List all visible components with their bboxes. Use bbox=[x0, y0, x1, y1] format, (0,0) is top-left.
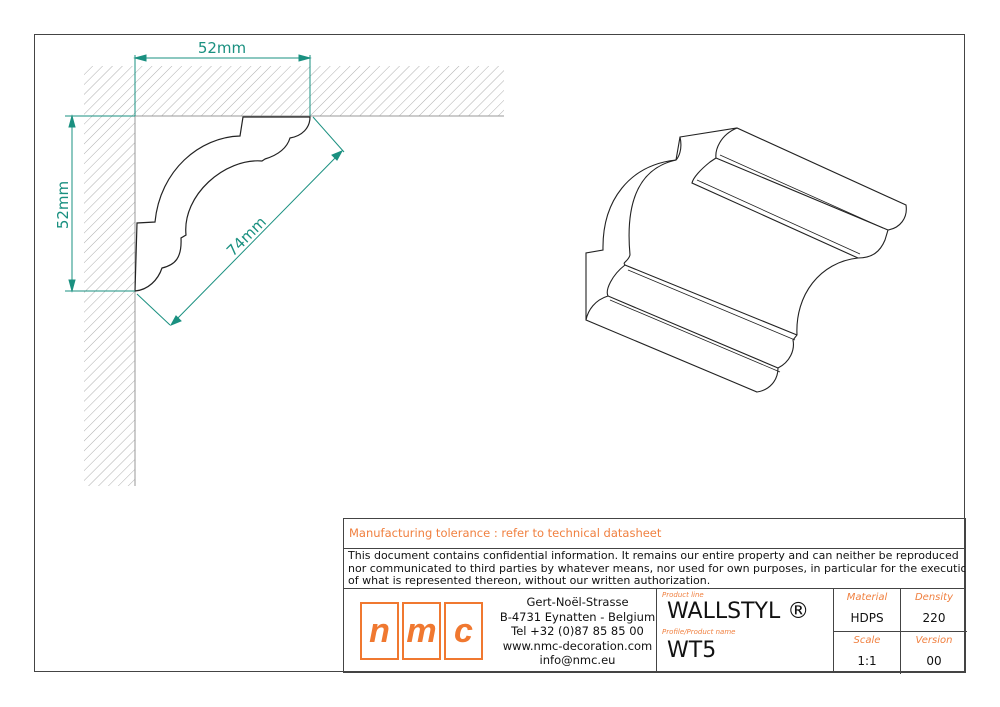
confidential-line: of what is represented thereon, without … bbox=[348, 574, 711, 587]
version-cell: Version 00 bbox=[901, 632, 967, 674]
width-dimension-label: 52mm bbox=[198, 39, 246, 57]
density-label: Density bbox=[914, 592, 954, 603]
website-link[interactable]: www.nmc-decoration.com bbox=[502, 638, 653, 653]
isometric-profile-view bbox=[585, 127, 907, 393]
height-dimension-label: 52mm bbox=[54, 181, 72, 229]
logo-letter: m bbox=[402, 602, 441, 660]
phone: Tel +32 (0)87 85 85 00 bbox=[511, 624, 644, 638]
version-value: 00 bbox=[926, 654, 942, 668]
tolerance-note: Manufacturing tolerance : refer to techn… bbox=[344, 519, 965, 549]
confidential-line: This document contains confidential info… bbox=[348, 549, 959, 562]
density-value: 220 bbox=[922, 611, 946, 625]
nmc-logo: n m c bbox=[344, 589, 499, 673]
title-block: Manufacturing tolerance : refer to techn… bbox=[343, 518, 967, 674]
product-line-value: WALLSTYL ® bbox=[667, 599, 810, 624]
product-line-label: Product line bbox=[662, 591, 704, 599]
scale-label: Scale bbox=[853, 635, 881, 646]
address-street: Gert-Noël-Strasse bbox=[526, 595, 629, 609]
scale-value: 1:1 bbox=[857, 654, 877, 668]
address-city: B-4731 Eynatten - Belgium bbox=[499, 609, 656, 624]
version-label: Version bbox=[915, 635, 953, 646]
product-info: Product line WALLSTYL ® Profile/Product … bbox=[656, 589, 834, 673]
confidentiality-notice: This document contains confidential info… bbox=[344, 549, 965, 589]
logo-letter: c bbox=[444, 602, 483, 660]
material-label: Material bbox=[846, 592, 888, 603]
drawing-frame bbox=[34, 34, 965, 672]
material-value: HDPS bbox=[850, 611, 884, 625]
cross-section-profile bbox=[134, 116, 311, 292]
company-address: Gert-Noël-Strasse B-4731 Eynatten - Belg… bbox=[499, 589, 656, 673]
density-cell: Density 220 bbox=[901, 589, 967, 631]
confidential-line: nor communicated to third parties by wha… bbox=[348, 561, 965, 575]
dimension-lines bbox=[65, 54, 345, 326]
logo-letter: n bbox=[360, 602, 399, 660]
scale-cell: Scale 1:1 bbox=[834, 632, 901, 674]
email-link[interactable]: info@nmc.eu bbox=[539, 653, 616, 667]
wall-hatching bbox=[84, 66, 504, 486]
profile-label: Profile/Product name bbox=[662, 628, 736, 636]
diagonal-dimension-label: 74mm bbox=[223, 213, 270, 260]
profile-value: WT5 bbox=[667, 638, 717, 663]
